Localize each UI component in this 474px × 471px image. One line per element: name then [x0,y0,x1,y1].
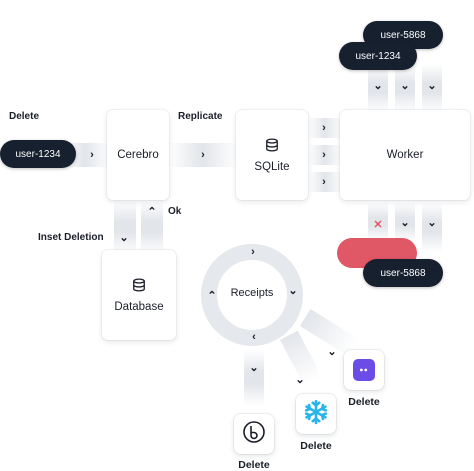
chevron-right-icon: › [322,121,326,134]
chevron-down-icon: ⌄ [249,361,259,374]
circle-b-logo-icon [242,420,266,449]
lane-worker-bottom-2 [395,202,415,242]
lane-worker-bottom-3 [422,202,442,252]
lane-receipts-down-1 [244,350,264,406]
user-pill-bottom[interactable]: user-5868 [363,259,443,287]
lane-cerebro-up [141,200,163,254]
chevron-right-icon: › [90,148,94,161]
lane-worker-top-1 [368,64,388,112]
service-card-1[interactable] [234,414,274,454]
database-label: Database [114,300,164,313]
chevron-down-icon: ⌄ [400,79,410,92]
worker-node[interactable]: Worker [340,110,470,200]
service-1-label: Delete [238,459,270,471]
chevron-right-icon: › [251,245,255,258]
chevron-down-icon: ⌄ [119,231,129,244]
service-2-label: Delete [300,440,332,452]
receipts-label: Receipts [230,287,274,299]
chevron-down-icon: ⌄ [327,345,337,358]
chevron-down-icon: ⌄ [295,373,305,386]
ok-label: Ok [168,206,182,217]
lane-cerebro-down [114,200,136,254]
chevron-down-icon: ⌄ [427,79,437,92]
cerebro-node[interactable]: Cerebro [107,110,169,200]
snowflake-logo-icon [303,399,329,430]
delete-label: Delete [9,111,40,122]
worker-label: Worker [386,149,424,161]
chat-dots-logo-icon [353,359,375,381]
user-pill-top-2[interactable]: user-1234 [339,42,417,70]
service-3-label: Delete [348,396,380,408]
database-node[interactable]: Database [102,250,176,340]
error-x-icon: ✕ [373,218,383,231]
replicate-label: Replicate [178,111,223,122]
chevron-up-icon: ⌃ [147,205,157,218]
lane-worker-bottom-1 [368,202,388,242]
chevron-down-icon: ⌄ [400,216,410,229]
database-icon [132,277,146,295]
chevron-down-icon: ⌄ [288,284,298,297]
service-card-3[interactable] [344,350,384,390]
user-pill-left[interactable]: user-1234 [0,140,76,168]
chevron-up-icon: ⌃ [207,289,217,302]
chevron-right-icon: › [322,175,326,188]
service-card-2[interactable] [296,394,336,434]
chevron-down-icon: ⌄ [373,79,383,92]
inset-deletion-label: Inset Deletion [38,232,104,243]
chevron-down-icon: ⌄ [427,216,437,229]
chevron-left-icon: ‹ [252,330,256,343]
lane-worker-top-3 [422,64,442,112]
lane-sqlite-to-worker-3 [308,172,342,192]
lane-sqlite-to-worker-2 [308,145,342,165]
sqlite-label: SQLite [254,160,290,173]
lane-cerebro-to-sqlite [168,143,238,167]
lane-worker-top-2 [395,64,415,112]
chevron-right-icon: › [201,148,205,161]
cerebro-label: Cerebro [117,149,159,161]
chevron-right-icon: › [322,148,326,161]
sqlite-node[interactable]: SQLite [236,110,308,200]
database-icon [265,137,279,155]
lane-sqlite-to-worker-1 [308,118,342,138]
